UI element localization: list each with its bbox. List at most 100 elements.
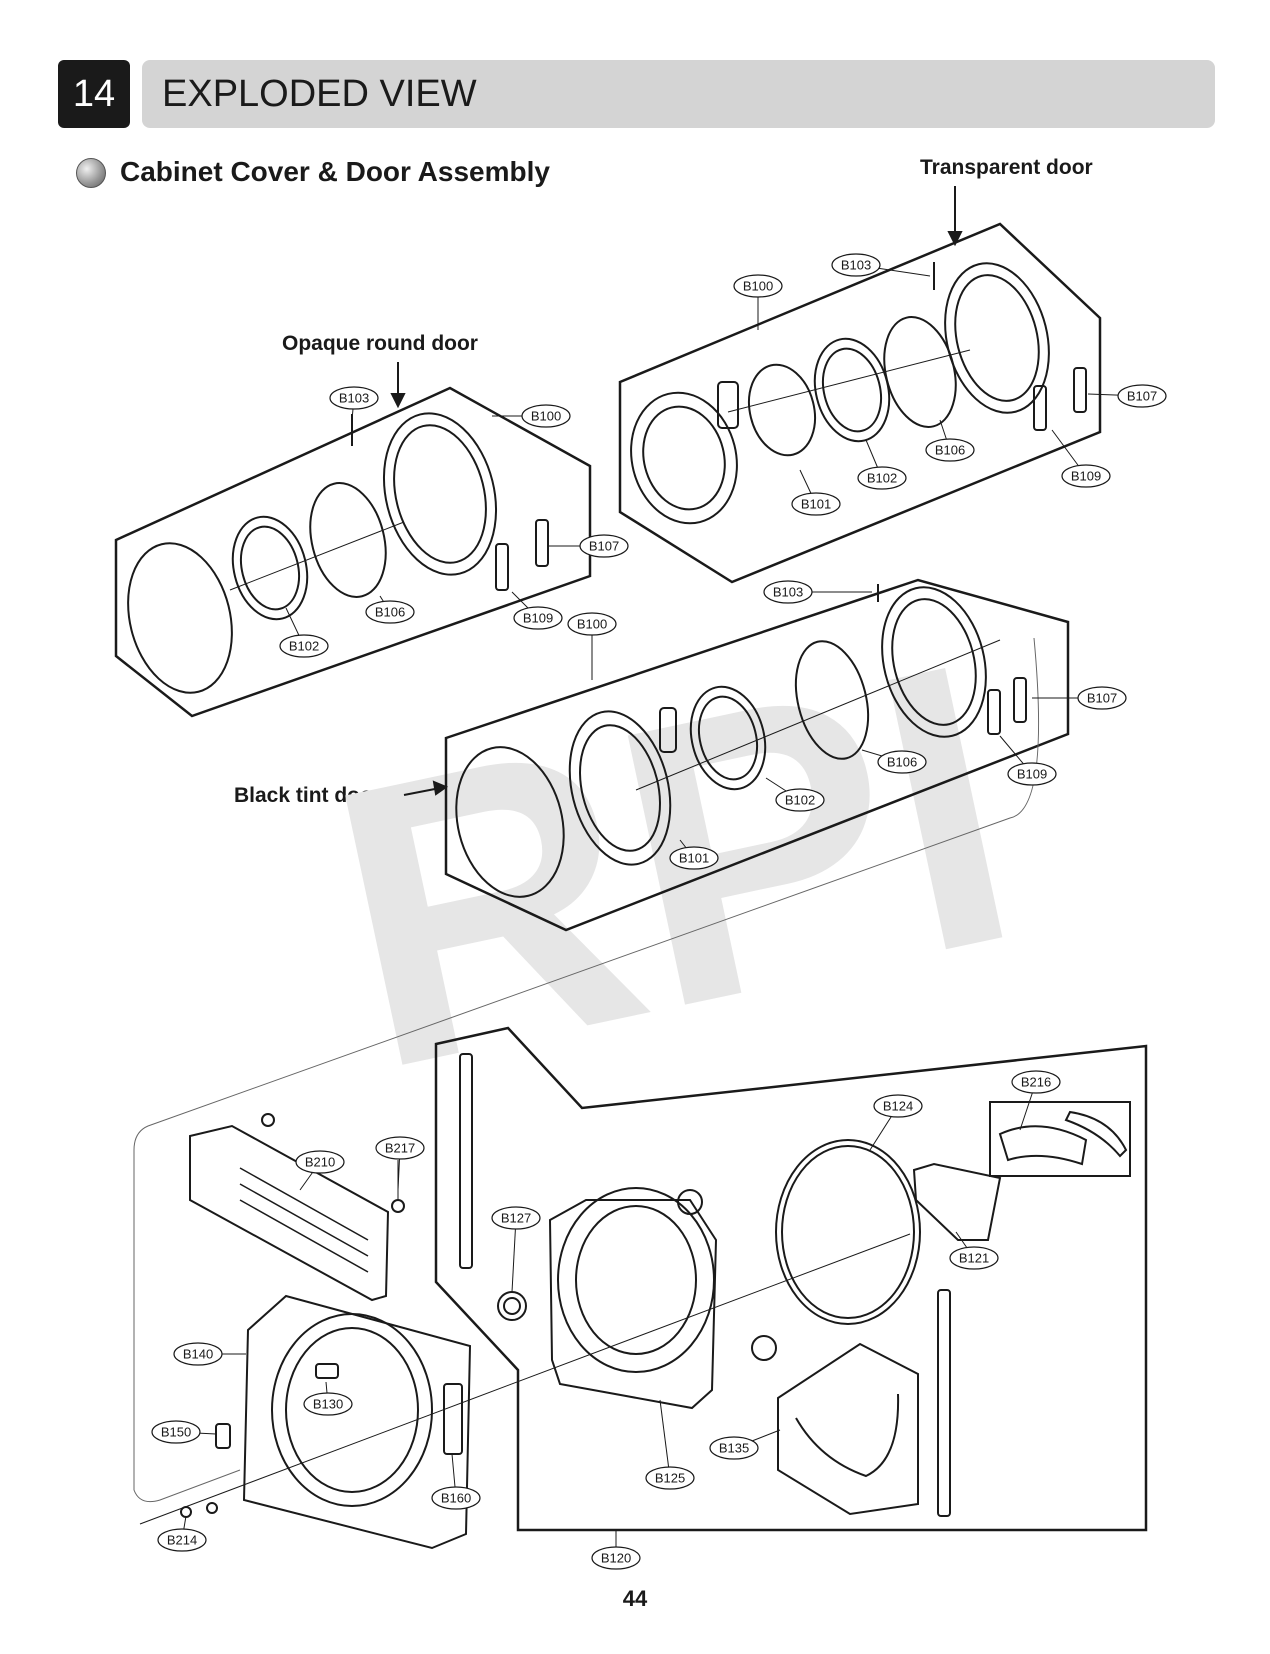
part-grommet-2 [751,1335,777,1361]
part-B217 [391,1199,405,1213]
part-B124 [775,1139,921,1325]
callout-black_tint-B100: B100 [567,612,617,680]
part-strip-right [937,1289,951,1517]
page-number: 44 [622,1586,648,1611]
callout-black_tint-B103: B103 [763,580,872,604]
callout-label: B121 [959,1251,989,1266]
bullet-icon [76,158,106,188]
callout-transparent-B109: B109 [1051,429,1111,488]
callout-transparent-B101: B101 [791,469,841,516]
callout-label: B135 [719,1441,749,1456]
callout-label: B102 [867,471,897,486]
callout-label: B160 [441,1491,471,1506]
callout-label: B150 [161,1425,191,1440]
callout-black_tint-B107: B107 [1032,686,1127,710]
callout-label: B106 [887,755,917,770]
arrow-opaque-door [390,362,406,409]
part-B101 [568,710,672,866]
callout-transparent-B102: B102 [857,439,907,490]
callout-black_tint-B101: B101 [669,839,719,870]
part-B121 [912,1162,1002,1241]
callout-label: B130 [313,1397,343,1412]
part-B140 [242,1294,472,1550]
callout-cabinet-B150: B150 [151,1420,217,1444]
part-door-opening [271,1313,433,1507]
callout-black_tint-B102: B102 [765,777,825,812]
panel-cabinet-B120 [434,1026,1148,1532]
arrow-transparent-door [947,186,963,247]
callout-cabinet-B216: B216 [1011,1070,1061,1131]
part-B106 [309,482,387,598]
callout-label: B102 [289,639,319,654]
callout-opaque-B109: B109 [511,591,563,630]
callout-label: B109 [523,611,553,626]
part-strip-left [459,1053,473,1269]
part-B109 [987,689,1001,735]
part-B102 [689,685,767,791]
callout-label: B107 [589,539,619,554]
part-B107 [1013,677,1027,723]
callout-label: B103 [339,391,369,406]
callout-transparent-B103: B103 [831,253,931,277]
callout-label: B103 [841,258,871,273]
part-door-glass [127,542,233,694]
callout-label: B125 [655,1471,685,1486]
callout-black_tint-B109: B109 [999,735,1057,786]
callout-opaque-B103: B103 [329,386,379,421]
part-door-cover [630,391,738,525]
part-B127 [497,1291,527,1321]
part-door-frame [881,586,987,738]
part-B135 [777,1342,919,1516]
section-header: 14 EXPLODED VIEW [58,60,1215,128]
callout-label: B120 [601,1551,631,1566]
panel-transparent-door [618,222,1102,584]
label-transparent-door: Transparent door [920,156,1093,179]
callout-cabinet-B135: B135 [709,1429,781,1460]
part-B150 [215,1423,231,1449]
panel-opaque-door [114,386,592,718]
callout-cabinet-B125: B125 [645,1399,695,1490]
label-opaque-door: Opaque round door [282,332,478,355]
callout-label: B107 [1127,389,1157,404]
callout-label: B140 [183,1347,213,1362]
callout-cabinet-B217: B217 [375,1136,425,1191]
callout-cabinet-B214: B214 [157,1515,207,1552]
part-B107 [1073,367,1087,413]
watermark: RPI [301,578,1046,1154]
part-B109 [495,543,509,591]
callout-label: B103 [773,585,803,600]
part-door-frame [944,262,1050,414]
part-B109 [1033,385,1047,431]
callout-label: B127 [501,1211,531,1226]
part-door-cover [455,746,565,898]
callout-label: B101 [801,497,831,512]
callout-label: B100 [577,617,607,632]
callout-label: B106 [935,443,965,458]
part-handle [659,707,677,753]
callout-transparent-B100: B100 [733,274,783,330]
part-B130 [315,1363,339,1379]
part-B216-box [989,1101,1131,1177]
callout-label: B102 [785,793,815,808]
callout-transparent-B107: B107 [1087,384,1167,408]
callout-opaque-B107: B107 [548,534,629,558]
callout-cabinet-B120: B120 [591,1530,641,1570]
panel-black-tint-door [444,578,1070,932]
callout-black_tint-B106: B106 [861,749,927,774]
callout-cabinet-B130: B130 [303,1381,353,1416]
part-clip [261,1113,275,1127]
callout-cabinet-B210: B210 [295,1150,345,1191]
section-number: 14 [58,60,130,128]
part-handle [717,381,739,429]
callout-opaque-B100: B100 [492,404,571,428]
callout-label: B109 [1071,469,1101,484]
part-B210 [189,1124,390,1302]
label-black-tint-door: Black tint door [234,784,382,807]
callout-cabinet-B124: B124 [869,1094,923,1151]
callout-opaque-B102: B102 [279,607,329,658]
part-B107 [535,519,549,567]
callout-label: B210 [305,1155,335,1170]
section-title: EXPLODED VIEW [162,73,477,115]
callout-label: B214 [167,1533,197,1548]
